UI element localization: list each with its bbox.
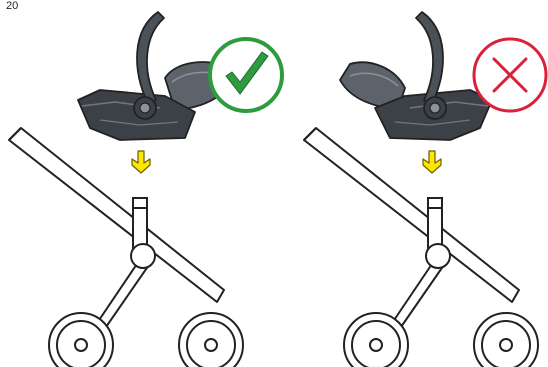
page-number: 20 bbox=[6, 0, 19, 12]
stroller-frame bbox=[8, 127, 244, 367]
infant-car-seat bbox=[339, 11, 493, 141]
down-arrow-icon bbox=[422, 150, 442, 174]
incorrect-orientation-panel bbox=[303, 11, 548, 367]
correct-orientation-panel bbox=[8, 11, 284, 367]
down-arrow-icon bbox=[131, 150, 151, 174]
cross-icon bbox=[472, 37, 548, 113]
stroller-frame bbox=[303, 127, 539, 367]
checkmark-icon bbox=[208, 37, 284, 113]
